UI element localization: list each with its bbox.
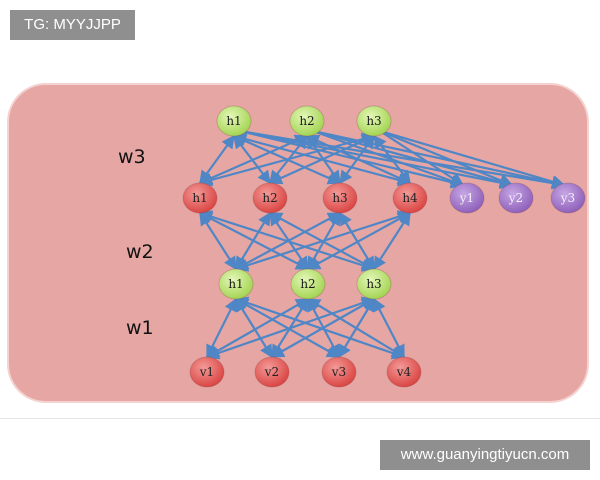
node-label: h1: [192, 191, 207, 205]
edge-w2-4-3: [373, 211, 411, 271]
edge-output-2-2: [312, 129, 514, 189]
node-label: h2: [300, 277, 315, 291]
node-label: y3: [560, 191, 575, 205]
node-outputs-1: y1: [449, 182, 485, 214]
edge-output-1-2: [239, 129, 514, 190]
node-circle: [182, 182, 218, 214]
weight-label-w1: w1: [126, 317, 154, 339]
node-circle: [290, 268, 326, 300]
edge-output-3-2: [379, 129, 514, 187]
node-label: v2: [264, 365, 279, 379]
node-label: h3: [332, 191, 347, 205]
node-hidden-2-3: h3: [322, 182, 358, 214]
node-visible-4: v4: [386, 356, 422, 388]
nodes-group: h1 h2 h3 h1 h2 h3 h4 y1 y2 y3 h1 h2 h3 v1 v2 v3 v4: [182, 105, 586, 388]
node-circle: [356, 105, 392, 137]
node-hidden-2-1: h1: [182, 182, 218, 214]
node-circle: [252, 182, 288, 214]
edge-output-3-1: [379, 130, 465, 186]
node-label: v4: [396, 365, 412, 379]
node-top-hidden-1: h1: [216, 105, 252, 137]
node-hidden-1-2: h2: [290, 268, 326, 300]
node-visible-2: v2: [254, 356, 290, 388]
edge-output-2-3: [312, 129, 566, 189]
node-hidden-1-1: h1: [218, 268, 254, 300]
node-label: h2: [262, 191, 277, 205]
edges-group: [198, 129, 566, 360]
node-circle: [189, 356, 225, 388]
node-circle: [322, 182, 358, 214]
node-circle: [386, 356, 422, 388]
node-circle: [216, 105, 252, 137]
node-circle: [392, 182, 428, 214]
node-outputs-2: y2: [498, 182, 534, 214]
divider-line: [0, 418, 600, 419]
node-circle: [218, 268, 254, 300]
node-outputs-3: y3: [550, 182, 586, 214]
node-label: h1: [228, 277, 243, 291]
node-hidden-2-2: h2: [252, 182, 288, 214]
node-label: h3: [366, 277, 381, 291]
node-circle: [289, 105, 325, 137]
node-label: v1: [199, 365, 214, 379]
edge-w1-3-4: [373, 297, 405, 359]
edge-output-3-3: [379, 129, 566, 188]
node-circle: [321, 356, 357, 388]
node-label: y2: [508, 191, 523, 205]
node-circle: [449, 182, 485, 214]
node-label: h3: [366, 114, 381, 128]
edge-w1-3-3: [338, 297, 375, 359]
weight-label-w3: w3: [118, 146, 146, 168]
edge-output-1-1: [239, 129, 465, 189]
node-label: v3: [331, 365, 346, 379]
node-label: h4: [402, 191, 418, 205]
node-visible-3: v3: [321, 356, 357, 388]
node-hidden-2-4: h4: [392, 182, 428, 214]
node-top-hidden-3: h3: [356, 105, 392, 137]
weight-label-w2: w2: [126, 241, 154, 263]
node-top-hidden-2: h2: [289, 105, 325, 137]
node-label: h1: [226, 114, 241, 128]
node-circle: [550, 182, 586, 214]
node-label: h2: [299, 114, 314, 128]
node-visible-1: v1: [189, 356, 225, 388]
watermark-top: TG: MYYJJPP: [10, 10, 135, 40]
node-hidden-1-3: h3: [356, 268, 392, 300]
node-circle: [498, 182, 534, 214]
edge-output-2-1: [312, 129, 465, 188]
node-circle: [356, 268, 392, 300]
node-label: y1: [459, 191, 474, 205]
node-circle: [254, 356, 290, 388]
watermark-bottom: www.guanyingtiyucn.com: [380, 440, 590, 470]
